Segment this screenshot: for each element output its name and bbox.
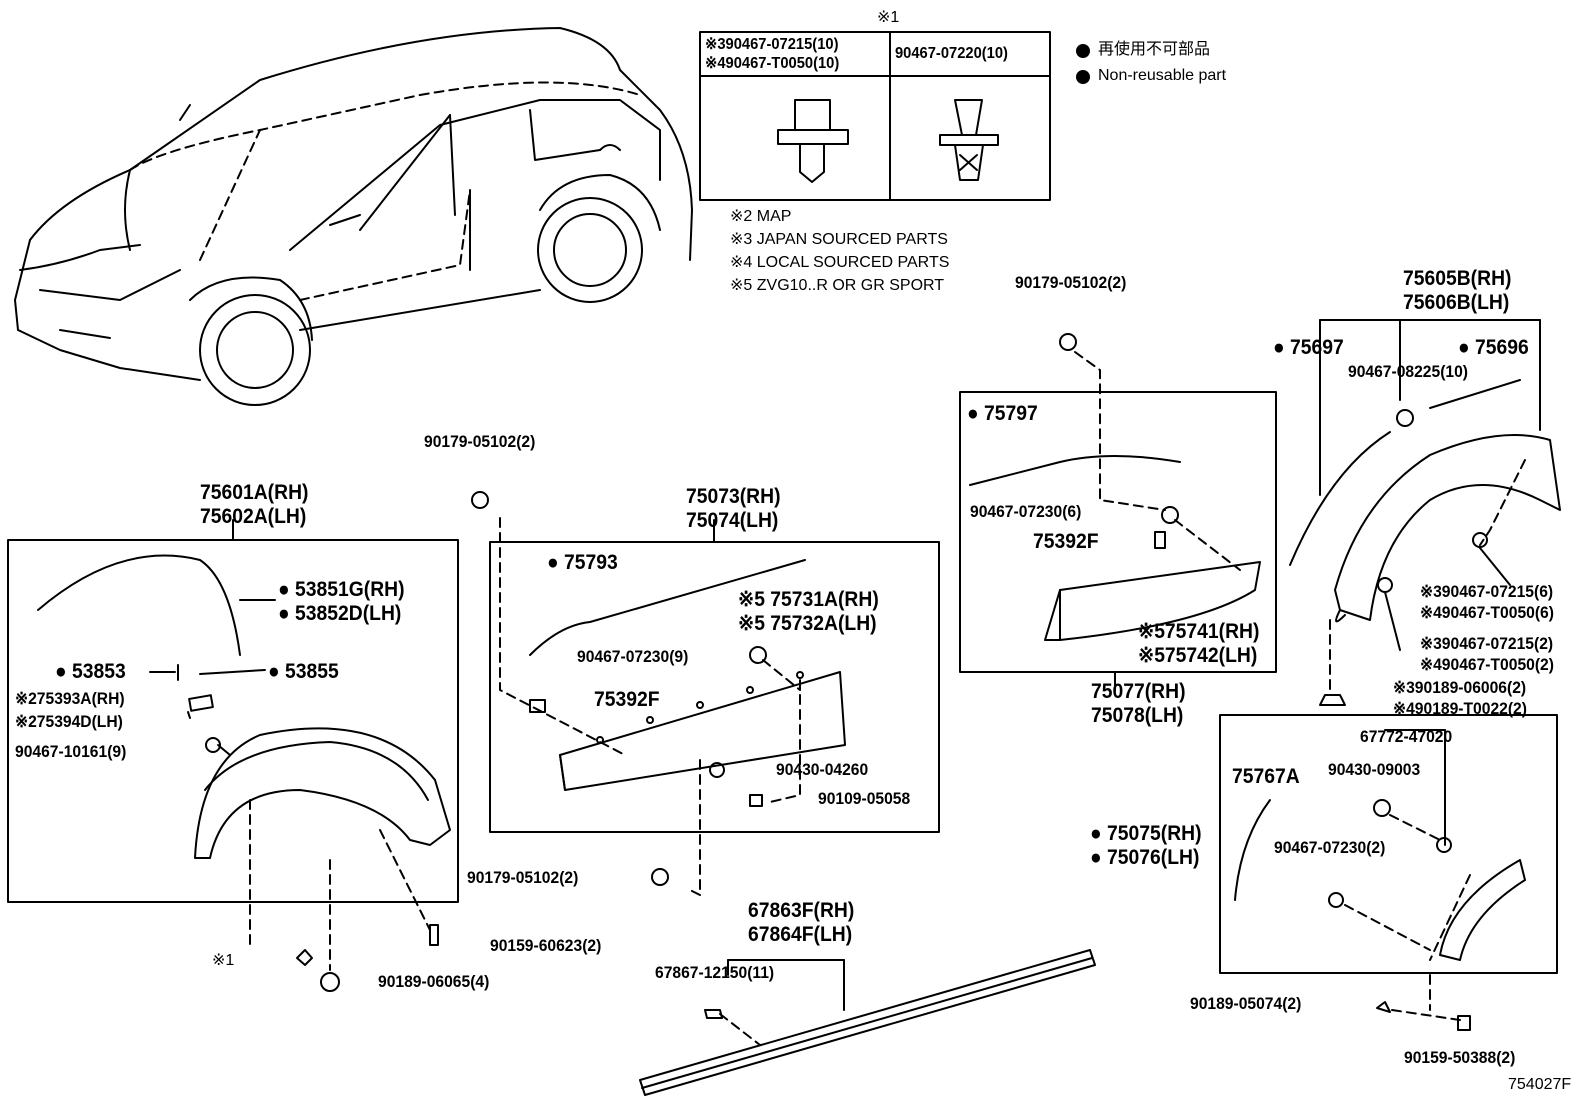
part-75697: ● 75697 xyxy=(1273,336,1344,359)
front-nut-label: 90189-06065(4) xyxy=(378,972,490,991)
clip-table xyxy=(699,31,1051,201)
rocker-washer-label: 90430-04260 xyxy=(776,760,869,779)
rear-title-lh: 75606B(LH) xyxy=(1403,291,1510,314)
part-53851: ● 53851G(RH) xyxy=(278,578,405,601)
part-53855-text: 53855 xyxy=(285,660,339,683)
rear-nut-2: ※490189-T0022(2) xyxy=(1393,699,1527,718)
legend-en-label: Non-reusable part xyxy=(1098,67,1227,84)
part-75076: ● 75076(LH) xyxy=(1090,846,1200,869)
clip-table-col1-line2: ※490467-T0050(10) xyxy=(705,55,840,72)
part-67772: 67772-47020 xyxy=(1360,727,1453,746)
door-clip-label: 90467-07230(6) xyxy=(970,502,1082,521)
part-75797-text: 75797 xyxy=(984,402,1038,425)
rear-clip-a1: ※390467-07215(6) xyxy=(1420,582,1554,601)
part-75793-text: 75793 xyxy=(564,551,618,574)
note-5: ※5 ZVG10..R OR GR SPORT xyxy=(730,277,945,294)
reference-code: 754027F xyxy=(1508,1076,1572,1093)
part-75793: ● 75793 xyxy=(547,551,618,574)
legend-jp-label: 再使用不可部品 xyxy=(1098,41,1211,58)
part-53852-text: 53852D(LH) xyxy=(295,602,402,625)
lower-rear-bolt: 90159-50388(2) xyxy=(1404,1048,1516,1067)
front-clip-label: 90467-10161(9) xyxy=(15,742,127,761)
door-group-box xyxy=(959,391,1277,673)
rear-clip-b1: ※390467-07215(2) xyxy=(1420,634,1554,653)
rocker-clip-label: 90467-07230(9) xyxy=(577,647,689,666)
part-53855: ● 53855 xyxy=(268,660,339,683)
strip-clip-label: 67867-12150(11) xyxy=(655,963,775,982)
note-4: ※4 LOCAL SOURCED PARTS xyxy=(730,254,950,271)
door-title-lh: 75078(LH) xyxy=(1091,704,1184,727)
rocker-title-lh: 75074(LH) xyxy=(686,509,779,532)
clip-table-col1-line1: ※390467-07215(10) xyxy=(705,36,839,53)
part-53851-text: 53851G(RH) xyxy=(295,578,405,601)
front-title-lh: 75602A(LH) xyxy=(200,505,307,528)
strip-title-rh: 67863F(RH) xyxy=(748,899,855,922)
part-75731: ※5 75731A(RH) xyxy=(738,588,879,611)
rocker-retainer-label: 75392F xyxy=(594,688,660,711)
part-75697-text: 75697 xyxy=(1290,336,1344,359)
part-75742: ※575742(LH) xyxy=(1138,644,1258,667)
lower-rear-nut: 90189-05074(2) xyxy=(1190,994,1302,1013)
part-53852: ● 53852D(LH) xyxy=(278,602,402,625)
rear-clip-top-label: 90467-08225(10) xyxy=(1348,362,1469,381)
part-75696: ● 75696 xyxy=(1458,336,1529,359)
part-75797: ● 75797 xyxy=(967,402,1038,425)
note-3: ※3 JAPAN SOURCED PARTS xyxy=(730,231,948,248)
rocker-screw-label: 90109-05058 xyxy=(818,789,911,808)
rocker-bottom-nut-label: 90179-05102(2) xyxy=(467,868,579,887)
vehicle-illustration xyxy=(14,27,693,406)
part-75393: ※275393A(RH) xyxy=(15,689,125,708)
part-75075-text: 75075(RH) xyxy=(1107,822,1202,845)
door-retainer-label: 75392F xyxy=(1033,530,1099,553)
door-title-rh: 75077(RH) xyxy=(1091,680,1186,703)
lower-rear-washer: 90430-09003 xyxy=(1328,760,1421,779)
part-75741: ※575741(RH) xyxy=(1138,620,1260,643)
clip-table-col2: 90467-07220(10) xyxy=(895,45,1008,62)
part-53853: ● 53853 xyxy=(55,660,126,683)
part-75076-text: 75076(LH) xyxy=(1107,846,1200,869)
front-note-1: ※1 xyxy=(212,952,235,969)
rear-nut-1: ※390189-06006(2) xyxy=(1393,678,1527,697)
door-top-nut-label: 90179-05102(2) xyxy=(1015,273,1127,292)
note-1-header: ※1 xyxy=(877,9,900,26)
lower-rear-clip: 90467-07230(2) xyxy=(1274,838,1386,857)
rocker-top-nut-label: 90179-05102(2) xyxy=(424,432,536,451)
part-75075: ● 75075(RH) xyxy=(1090,822,1202,845)
front-bolt-label: 90159-60623(2) xyxy=(490,936,602,955)
rocker-title-rh: 75073(RH) xyxy=(686,485,781,508)
part-75732: ※5 75732A(LH) xyxy=(738,612,877,635)
part-53853-text: 53853 xyxy=(72,660,126,683)
part-75696-text: 75696 xyxy=(1475,336,1529,359)
lower-rear-box xyxy=(1219,714,1558,974)
strip-title-lh: 67864F(LH) xyxy=(748,923,853,946)
part-75394: ※275394D(LH) xyxy=(15,712,123,731)
rear-clip-b2: ※490467-T0050(2) xyxy=(1420,655,1554,674)
front-title-rh: 75601A(RH) xyxy=(200,481,309,504)
rear-clip-a2: ※490467-T0050(6) xyxy=(1420,603,1554,622)
rear-title-rh: 75605B(RH) xyxy=(1403,267,1512,290)
part-75767: 75767A xyxy=(1232,765,1300,788)
note-2: ※2 MAP xyxy=(730,208,792,225)
